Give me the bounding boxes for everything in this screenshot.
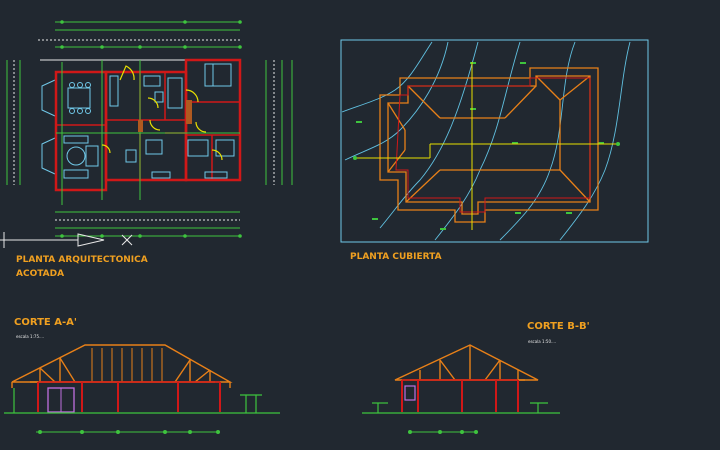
roof-axes xyxy=(355,62,620,230)
plan-bottom-dimension-ticks xyxy=(60,234,242,238)
section-b-scale: escala 1:50.... xyxy=(528,339,556,344)
plan-top-dimension-ticks xyxy=(60,20,242,49)
section-b-roof-truss xyxy=(394,344,539,381)
plan-bottom-dimensions xyxy=(55,211,240,237)
plan-bottom-windows xyxy=(151,171,228,179)
section-b-title: CORTE B-B' xyxy=(527,321,590,332)
roof-outline xyxy=(379,67,599,223)
living-room-set-icon xyxy=(63,135,99,179)
contour-markers xyxy=(356,62,604,230)
axis-markers xyxy=(353,142,620,160)
section-b-dim-ticks xyxy=(408,430,478,434)
section-b: CORTE B-B' escala 1:50.... xyxy=(362,321,590,434)
dining-table-icon xyxy=(67,82,91,114)
section-a-studs xyxy=(91,348,163,382)
section-cut-marker xyxy=(0,232,133,248)
roof-footprint xyxy=(395,77,591,213)
section-a-walls xyxy=(37,381,221,412)
plan-title-line1: PLANTA ARQUITECTONICA xyxy=(16,255,148,265)
section-a-scale: escala 1:75.... xyxy=(16,334,44,339)
section-b-ground xyxy=(362,402,560,414)
plan-title-line2: ACOTADA xyxy=(16,269,64,279)
roof-title: PLANTA CUBIERTA xyxy=(350,252,442,262)
roof-plan-frame xyxy=(340,39,649,243)
section-a-dim-ticks xyxy=(38,430,220,434)
floor-plan: PLANTA ARQUITECTONICA ACOTADA xyxy=(0,20,293,279)
wood-columns xyxy=(138,100,192,132)
section-a-ground xyxy=(4,388,280,414)
roof-plan: PLANTA CUBIERTA xyxy=(340,39,649,262)
section-a: CORTE A-A' escala 1:75.... xyxy=(4,317,280,434)
plan-left-dimensions xyxy=(6,60,21,185)
section-b-walls xyxy=(401,379,519,412)
kitchen-fixtures-icon xyxy=(109,75,183,163)
structural-columns xyxy=(56,60,240,205)
plan-top-dimensions xyxy=(38,21,240,61)
section-b-window xyxy=(404,385,416,401)
terrain-contours xyxy=(341,41,631,241)
plan-right-dimensions xyxy=(265,60,293,185)
section-a-title: CORTE A-A' xyxy=(14,317,77,328)
exterior-walls xyxy=(54,58,242,192)
bay-windows xyxy=(41,79,56,175)
door-swings xyxy=(101,65,223,161)
bed-icons xyxy=(145,63,235,157)
